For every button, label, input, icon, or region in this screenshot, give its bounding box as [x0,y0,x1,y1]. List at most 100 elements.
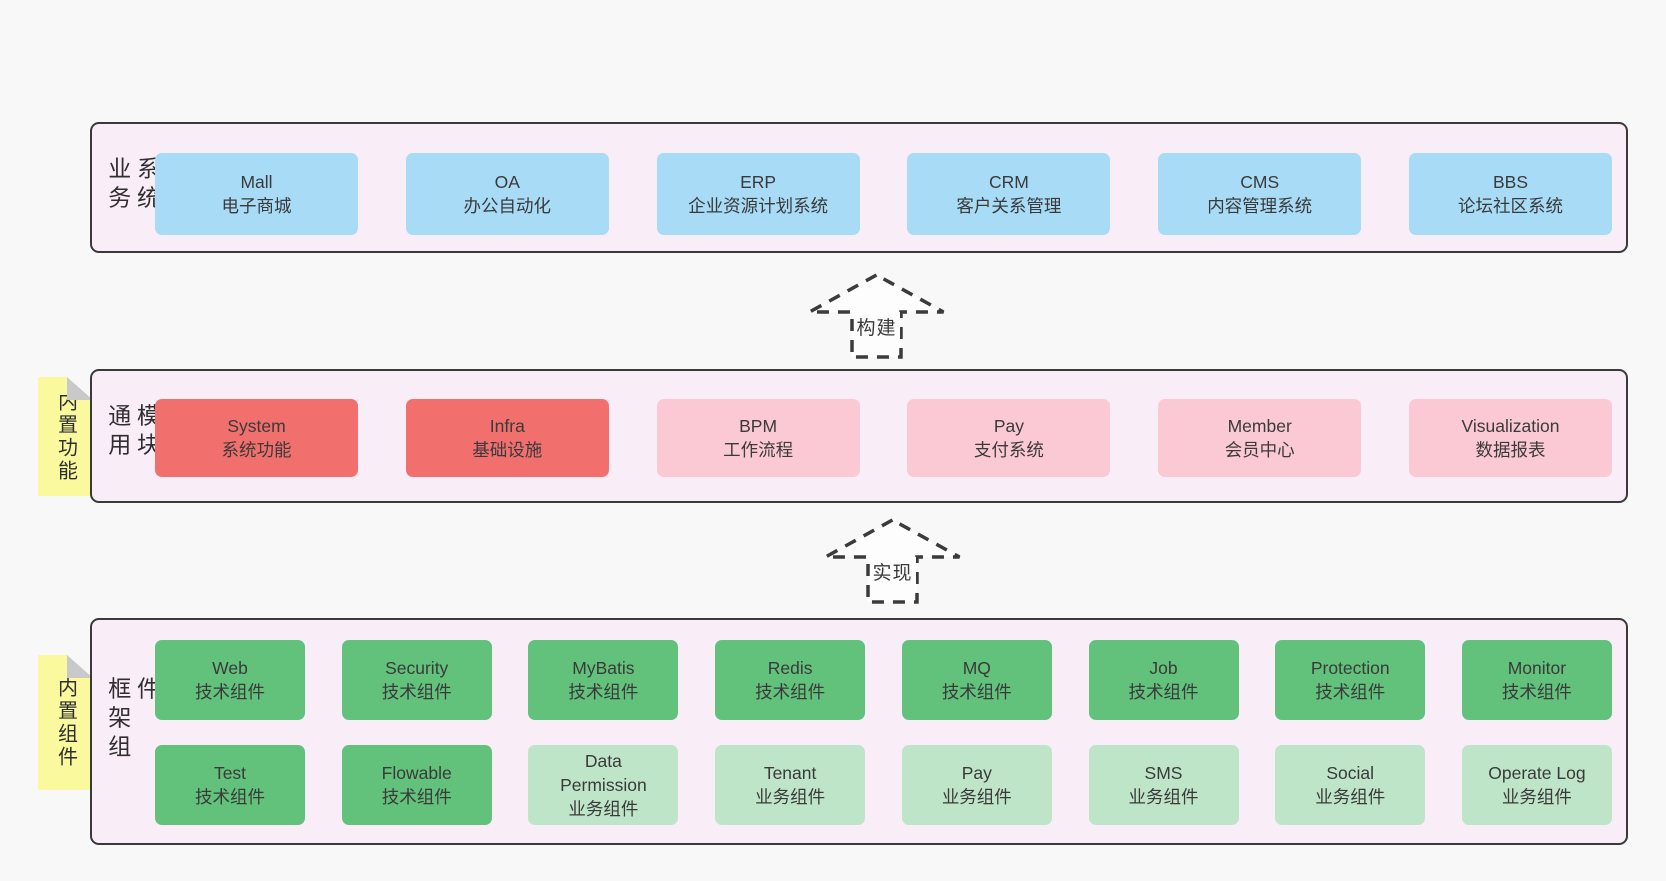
box-bpm: BPM 工作流程 [656,399,860,477]
box-web: Web 技术组件 [155,640,305,720]
box-subtitle: 技术组件 [381,682,452,702]
box-subtitle: 技术组件 [568,682,639,702]
box-member: Member 会员中心 [1158,399,1362,477]
box-subtitle: 会员中心 [1224,440,1295,460]
box-subtitle: 技术组件 [1128,682,1199,702]
box-job: Job 技术组件 [1088,640,1239,720]
arrow-label: 实现 [869,557,916,587]
box-monitor: Monitor 技术组件 [1461,640,1612,720]
arrow-implement: 实现 [823,517,962,605]
layer-side-label: 业务系统 [104,155,160,214]
box-infra: Infra 基础设施 [405,399,609,477]
box-title: Protection [1310,658,1390,678]
layer-business-systems: 业务系统 Mall 电子商城 OA 办公自动化 ERP 企业资源计划系统 CRM… [90,122,1628,253]
box-title: Monitor [1507,658,1567,678]
box-mybatis: MyBatis 技术组件 [528,640,679,720]
box-subtitle: 论坛社区系统 [1457,196,1563,216]
box-title: CMS [1240,172,1280,192]
box-visualization: Visualization 数据报表 [1408,399,1612,477]
box-subtitle: 技术组件 [195,682,265,702]
box-title: Member [1227,416,1292,436]
box-title: Job [1149,658,1178,678]
box-title: BPM [739,416,778,436]
layer-framework-components: 框架组件 Web 技术组件 Security 技术组件 MyBatis 技术组件… [90,618,1628,845]
box-subtitle: 业务组件 [568,799,639,819]
box-data-permission: Data Permission 业务组件 [528,745,679,825]
layer-common-modules: 通用模块 System 系统功能 Infra 基础设施 BPM 工作流程 Pay… [90,369,1628,503]
box-title: Mall [240,172,273,192]
box-subtitle: 业务组件 [941,787,1012,807]
box-subtitle: 电子商城 [221,196,292,216]
box-title: Redis [767,658,813,678]
box-title: Pay [961,763,992,783]
box-row: System 系统功能 Infra 基础设施 BPM 工作流程 Pay 支付系统… [155,399,1612,477]
box-subtitle: 客户关系管理 [956,196,1062,216]
layer-side-label: 通用模块 [104,403,160,462]
box-subtitle: 技术组件 [941,682,1012,702]
box-oa: OA 办公自动化 [405,153,609,235]
box-title: System [227,416,286,436]
box-subtitle: 业务组件 [1128,787,1199,807]
box-title: Operate Log [1488,763,1586,783]
box-title: OA [494,172,520,192]
box-subtitle: 基础设施 [472,440,543,460]
box-operate-log: Operate Log 业务组件 [1461,745,1612,825]
box-title: Data Permission [560,751,647,795]
box-title: SMS [1144,763,1183,783]
box-title: Security [385,658,449,678]
box-bbs: BBS 论坛社区系统 [1408,153,1612,235]
arrow-label: 构建 [853,312,900,342]
box-social: Social 业务组件 [1275,745,1426,825]
box-subtitle: 技术组件 [1315,682,1386,702]
box-subtitle: 业务组件 [755,787,826,807]
box-flowable: Flowable 技术组件 [341,745,492,825]
box-subtitle: 技术组件 [1501,682,1572,702]
box-tenant: Tenant 业务组件 [715,745,866,825]
box-row: Test 技术组件 Flowable 技术组件 Data Permission … [155,745,1612,825]
box-title: Pay [993,416,1024,436]
box-subtitle: 内容管理系统 [1207,196,1313,216]
box-subtitle: 技术组件 [195,787,265,807]
box-protection: Protection 技术组件 [1275,640,1426,720]
sticky-note-builtin-components: 内置组件 [38,655,93,790]
layer-side-label: 框架组件 [104,675,160,763]
box-test: Test 技术组件 [155,745,305,825]
box-pay-module: Pay 支付系统 [907,399,1111,477]
sticky-note-builtin-features: 内置功能 [38,377,93,496]
box-subtitle: 技术组件 [755,682,826,702]
box-security: Security 技术组件 [341,640,492,720]
box-title: Visualization [1461,416,1560,436]
box-title: Tenant [763,763,817,783]
box-title: BBS [1492,172,1528,192]
box-subtitle: 业务组件 [1315,787,1386,807]
box-subtitle: 办公自动化 [463,196,552,216]
box-subtitle: 企业资源计划系统 [688,196,829,216]
box-subtitle: 支付系统 [973,440,1044,460]
sticky-note-label: 内置组件 [54,676,77,769]
box-subtitle: 业务组件 [1501,787,1572,807]
box-subtitle: 数据报表 [1475,440,1546,460]
box-system: System 系统功能 [155,399,358,477]
box-row: Web 技术组件 Security 技术组件 MyBatis 技术组件 Redi… [155,640,1612,720]
box-subtitle: 技术组件 [381,787,452,807]
box-title: MyBatis [572,658,635,678]
arrow-build: 构建 [807,272,946,360]
box-redis: Redis 技术组件 [715,640,866,720]
box-erp: ERP 企业资源计划系统 [656,153,860,235]
box-title: Infra [489,416,525,436]
box-cms: CMS 内容管理系统 [1158,153,1362,235]
box-title: Flowable [381,763,452,783]
box-crm: CRM 客户关系管理 [907,153,1111,235]
box-row: Mall 电子商城 OA 办公自动化 ERP 企业资源计划系统 CRM 客户关系… [155,153,1612,235]
box-title: Test [213,763,247,783]
box-title: ERP [740,172,777,192]
box-subtitle: 系统功能 [221,440,292,460]
box-mq: MQ 技术组件 [901,640,1052,720]
box-title: MQ [962,658,991,678]
box-title: Social [1326,763,1375,783]
box-mall: Mall 电子商城 [155,153,358,235]
box-sms: SMS 业务组件 [1088,745,1239,825]
sticky-note-label: 内置功能 [54,390,77,483]
box-pay-component: Pay 业务组件 [901,745,1052,825]
